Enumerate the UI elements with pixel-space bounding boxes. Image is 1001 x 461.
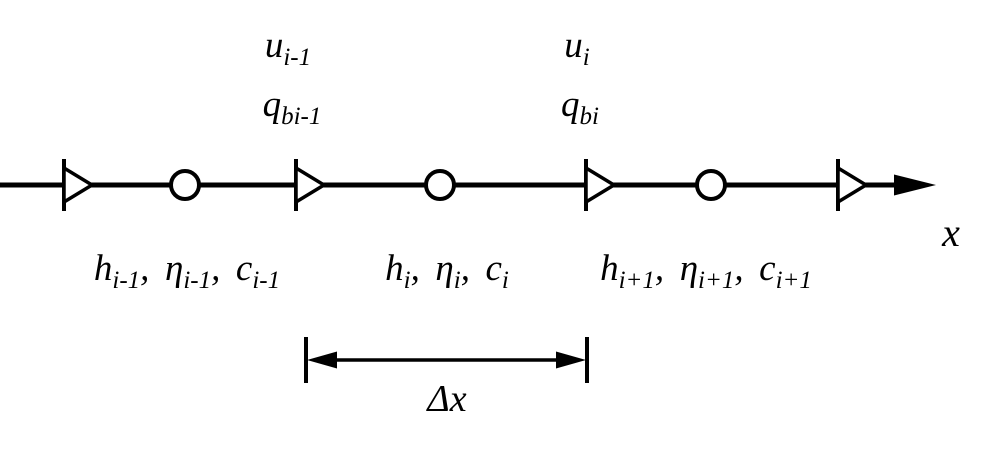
qb-prev-label: qbi-1	[262, 84, 322, 129]
velocity-node-icon	[584, 159, 618, 211]
qb-cur-label: qbi	[561, 84, 599, 129]
c-prev-symbol: c	[235, 248, 253, 289]
velocity-node-markers	[62, 159, 870, 211]
c-next-symbol: c	[759, 248, 776, 289]
u-prev-subscript: i-1	[283, 43, 312, 71]
separator: ,	[460, 248, 470, 289]
velocity-node-icon	[836, 159, 870, 211]
velocity-node-icon	[62, 159, 96, 211]
eta-next-symbol: η	[679, 248, 699, 289]
x-axis	[0, 174, 936, 196]
u-prev-label: ui-1	[264, 25, 311, 70]
scalar-labels-next: hi+1,ηi+1,ci+1	[600, 248, 812, 294]
u-cur-subscript: i	[582, 43, 590, 71]
u-cur-symbol: u	[564, 25, 583, 66]
u-prev-symbol: u	[264, 25, 284, 66]
qb-cur-symbol: q	[561, 84, 580, 125]
x-axis-label: x	[942, 210, 960, 255]
separator: ,	[734, 248, 744, 289]
dx-label: Δx	[427, 378, 467, 420]
dx-left-arrowhead-icon	[307, 351, 337, 369]
eta-cur-symbol: η	[435, 248, 454, 289]
scalar-node-icon	[695, 169, 727, 201]
dx-dimension	[304, 337, 589, 383]
dx-right-arrowhead-icon	[556, 351, 586, 369]
x-axis-arrowhead-icon	[894, 174, 936, 196]
h-prev-symbol: h	[93, 248, 113, 289]
scalar-node-markers	[169, 169, 727, 201]
separator: ,	[410, 248, 420, 289]
scalar-node-icon	[169, 169, 201, 201]
qb-cur-subscript: bi	[579, 102, 599, 130]
h-next-symbol: h	[600, 248, 619, 289]
velocity-node-icon	[294, 159, 328, 211]
scalar-labels-prev: hi-1,ηi-1,ci-1	[93, 248, 281, 294]
separator: ,	[140, 248, 150, 289]
scalar-node-icon	[424, 169, 456, 201]
u-cur-label: ui	[564, 25, 589, 70]
qb-prev-subscript: bi-1	[281, 102, 322, 130]
scalar-labels-cur: hi,ηi,ci	[385, 248, 509, 294]
c-cur-symbol: c	[485, 248, 502, 289]
h-cur-symbol: h	[385, 248, 404, 289]
eta-prev-symbol: η	[164, 248, 184, 289]
qb-prev-symbol: q	[262, 84, 282, 125]
separator: ,	[654, 248, 665, 289]
separator: ,	[211, 248, 221, 289]
